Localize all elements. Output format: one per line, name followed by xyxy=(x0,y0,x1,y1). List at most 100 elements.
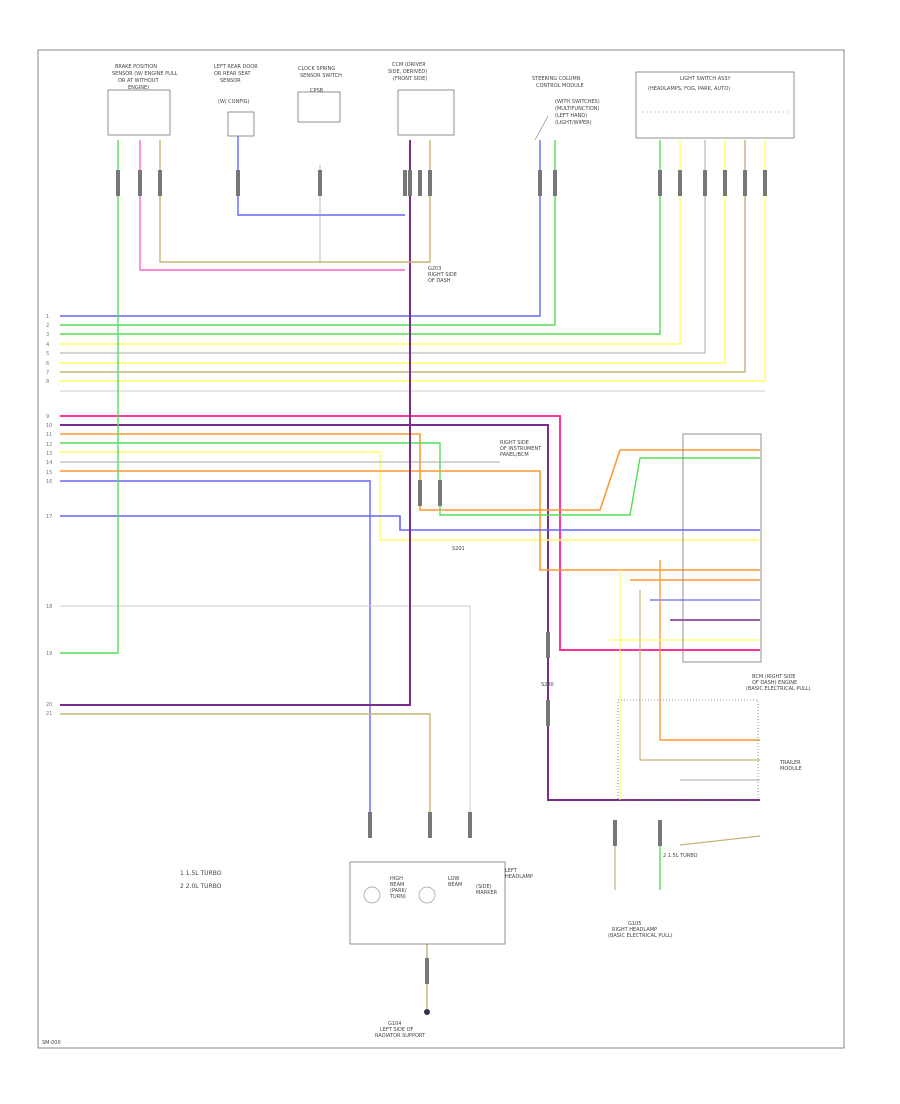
svg-text:LEFT SIDE OF: LEFT SIDE OF xyxy=(380,1027,414,1033)
svg-text:8: 8 xyxy=(46,379,49,385)
svg-text:12: 12 xyxy=(46,442,52,448)
svg-text:SENSOR SWITCH: SENSOR SWITCH xyxy=(300,73,342,79)
wire-bus-21 xyxy=(60,140,411,706)
right-headlamp-assembly: G105 RIGHT HEADLAMP (BASIC ELECTRICAL PU… xyxy=(608,853,698,939)
wire-bus-13 xyxy=(60,442,760,516)
svg-text:9: 9 xyxy=(46,414,49,420)
wire-right-10 xyxy=(679,835,761,846)
svg-text:13: 13 xyxy=(46,451,52,457)
connector-pin-top xyxy=(158,170,162,196)
connector-pin-top xyxy=(428,170,432,196)
connector-pin-top xyxy=(403,170,407,196)
connector-pin-splice xyxy=(546,632,550,658)
svg-text:(BASIC ELECTRICAL PULL): (BASIC ELECTRICAL PULL) xyxy=(746,686,811,692)
svg-text:(LEFT HAND): (LEFT HAND) xyxy=(555,113,587,119)
diagram-frame xyxy=(37,49,845,1049)
connector-pin-top xyxy=(743,170,747,196)
svg-text:OF INSTRUMENT: OF INSTRUMENT xyxy=(500,446,542,452)
wire-top-blue xyxy=(237,136,405,216)
svg-text:19: 19 xyxy=(46,651,52,657)
component-top-2: LEFT REAR DOOR OR REAR SEAT SENSOR (W/ C… xyxy=(214,64,258,137)
svg-text:(W/ CONFIG): (W/ CONFIG) xyxy=(218,99,250,105)
svg-text:2 1.5L TURBO: 2 1.5L TURBO xyxy=(663,853,698,859)
svg-text:(BASIC ELECTRICAL PULL): (BASIC ELECTRICAL PULL) xyxy=(608,933,673,939)
svg-text:SENSOR: SENSOR xyxy=(220,78,241,84)
svg-text:BRAKE POSITION: BRAKE POSITION xyxy=(115,64,157,70)
component-top-3: CLOCK SPRING SENSOR SWITCH CPSB xyxy=(297,66,342,123)
connector-right-upper: BCM (RIGHT SIDE OF DASH) ENGINE (BASIC E… xyxy=(682,433,811,692)
svg-text:17: 17 xyxy=(46,514,52,520)
svg-text:(FRONT SIDE): (FRONT SIDE) xyxy=(393,76,427,82)
svg-text:10: 10 xyxy=(46,423,52,429)
svg-text:LOW: LOW xyxy=(448,876,460,882)
svg-text:CCM (DRIVER: CCM (DRIVER xyxy=(392,62,426,68)
wire-bus-1 xyxy=(60,140,541,317)
wire-top-pink xyxy=(139,140,405,271)
wire-bus-20 xyxy=(60,140,119,654)
svg-text:7: 7 xyxy=(46,370,49,376)
component-top-4: CCM (DRIVER SIDE, DERIVED) (FRONT SIDE) xyxy=(388,62,455,136)
wire-bus-5 xyxy=(60,140,706,354)
wire-bus-22 xyxy=(60,713,431,838)
connector-pin-top xyxy=(116,170,120,196)
component-top-1: BRAKE POSITION SENSOR (W/ ENGINE PULL OR… xyxy=(107,64,178,136)
ground-point xyxy=(424,1009,430,1015)
svg-text:TURN): TURN) xyxy=(389,894,406,900)
connector-pin-splice xyxy=(546,700,550,726)
wire-bus-17 xyxy=(60,480,371,838)
svg-text:OF DASH) ENGINE: OF DASH) ENGINE xyxy=(752,680,797,686)
svg-text:1: 1 xyxy=(46,314,49,320)
svg-text:RADIATOR SUPPORT: RADIATOR SUPPORT xyxy=(375,1033,426,1039)
svg-text:CLOCK SPRING: CLOCK SPRING xyxy=(298,66,335,72)
wire-bus-4 xyxy=(60,140,681,345)
wire-bus-8 xyxy=(60,140,766,382)
svg-text:14: 14 xyxy=(46,460,52,466)
svg-text:OF DASH: OF DASH xyxy=(428,278,451,284)
component-top-5: STEERING COLUMN CONTROL MODULE (WITH SWI… xyxy=(532,76,600,141)
connector-pin-right xyxy=(613,820,617,846)
wire-bus-7 xyxy=(60,140,746,373)
svg-text:RIGHT SIDE: RIGHT SIDE xyxy=(428,272,457,278)
wire-bus-19 xyxy=(60,605,471,838)
svg-text:G104: G104 xyxy=(388,1021,401,1027)
svg-text:SIDE, DERIVED): SIDE, DERIVED) xyxy=(388,69,427,75)
legend-item-1: 1 1.5L TURBO xyxy=(180,870,222,877)
svg-text:21: 21 xyxy=(46,711,52,717)
footer-code: SM·000 xyxy=(42,1040,61,1046)
svg-text:(WITH SWITCHES): (WITH SWITCHES) xyxy=(555,99,600,105)
wire-bus-12 xyxy=(60,433,760,511)
svg-text:6: 6 xyxy=(46,361,49,367)
svg-text:3: 3 xyxy=(46,332,49,338)
connector-right-lower: TRAILER MODULE xyxy=(617,699,802,801)
component-top-6: LIGHT SWITCH ASSY (HEADLAMPS, FOG, PARK,… xyxy=(635,71,795,139)
svg-text:4: 4 xyxy=(46,342,49,348)
svg-text:G203: G203 xyxy=(428,266,441,272)
svg-text:MODULE: MODULE xyxy=(780,766,802,772)
svg-text:RIGHT SIDE: RIGHT SIDE xyxy=(500,440,529,446)
connector-pin-top xyxy=(703,170,707,196)
connector-pin-headlamp xyxy=(468,812,472,838)
svg-text:(MULTIFUNCTION): (MULTIFUNCTION) xyxy=(555,106,600,112)
connector-pin-splice xyxy=(418,480,422,506)
svg-text:BCM (RIGHT SIDE: BCM (RIGHT SIDE xyxy=(752,674,796,680)
wire-right-3 xyxy=(639,590,760,761)
left-headlamp-assembly: HIGH BEAM (PARK/ TURN) LOW BEAM (SIDE) M… xyxy=(349,861,533,1039)
connector-pin-top xyxy=(236,170,240,196)
svg-text:RIGHT HEADLAMP: RIGHT HEADLAMP xyxy=(612,927,657,933)
legend: 1 1.5L TURBO 2 2.0L TURBO xyxy=(180,870,222,890)
connector-pin-top xyxy=(723,170,727,196)
svg-text:2: 2 xyxy=(46,323,49,329)
svg-text:CPSB: CPSB xyxy=(310,88,324,94)
splice-labels: G203 RIGHT SIDE OF DASH RIGHT SIDE OF IN… xyxy=(428,266,554,688)
connector-pin-top xyxy=(553,170,557,196)
svg-text:LEFT REAR DOOR: LEFT REAR DOOR xyxy=(214,64,258,70)
svg-text:HEADLAMP: HEADLAMP xyxy=(505,874,533,880)
svg-text:HIGH: HIGH xyxy=(390,876,403,882)
connector-pin-headlamp xyxy=(428,812,432,838)
wire-bus-16 xyxy=(60,470,760,571)
svg-text:OR AT WITHOUT: OR AT WITHOUT xyxy=(118,78,160,84)
connector-pin-top xyxy=(408,170,412,196)
svg-text:(HEADLAMPS, FOG, PARK, AUTO): (HEADLAMPS, FOG, PARK, AUTO) xyxy=(648,86,730,92)
